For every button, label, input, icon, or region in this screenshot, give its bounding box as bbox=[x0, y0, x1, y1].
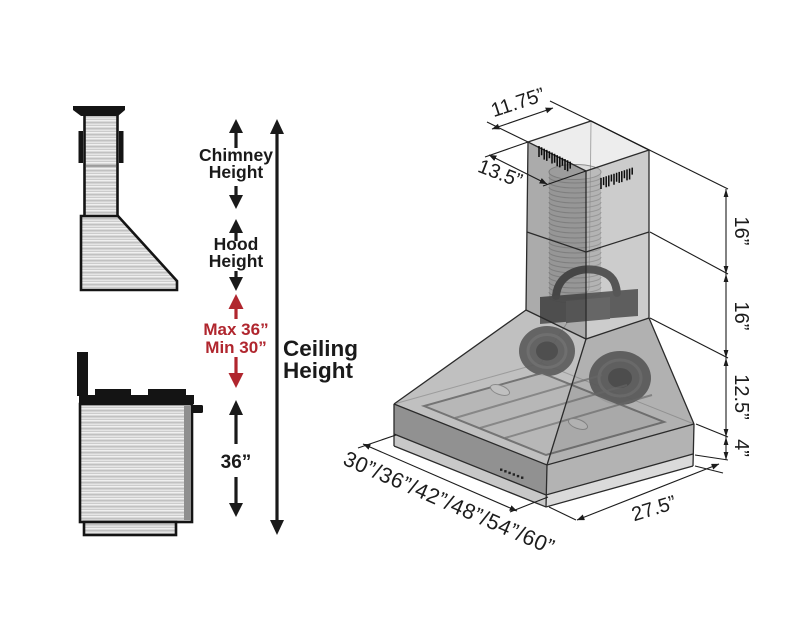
range-burner-tab-left bbox=[95, 389, 131, 396]
clearance-max-label: Max 36” bbox=[203, 320, 268, 339]
chimney-bracket-left bbox=[78, 131, 83, 163]
range-cooktop-band bbox=[79, 395, 194, 404]
hood-height-label-2: Height bbox=[209, 251, 264, 271]
chimney-bracket-right bbox=[119, 131, 124, 163]
hood-3d-view: 11.75” 13.5” 16” 16” 12.5” 4” bbox=[340, 84, 752, 559]
chimney-cap-2d bbox=[73, 106, 125, 116]
chimney-top-face bbox=[528, 121, 649, 171]
arrow-up-hood bbox=[229, 219, 243, 233]
hood-body-2d bbox=[79, 214, 179, 292]
base-height-label: 4” bbox=[730, 439, 752, 457]
ceiling-height-label-2: Height bbox=[283, 358, 354, 383]
dim-height-chain: 16” 16” 12.5” 4” bbox=[590, 120, 752, 461]
clearance-arrows bbox=[228, 294, 244, 388]
clearance-min-label: Min 30” bbox=[205, 338, 266, 357]
pyramid-left-face bbox=[394, 310, 586, 465]
range-backguard bbox=[77, 352, 88, 396]
arrow-down-range bbox=[229, 503, 243, 517]
hood-body-height-label: 12.5” bbox=[730, 374, 752, 420]
hood-height-label-1: Hood bbox=[214, 234, 259, 254]
chimney-depth-label: 11.75” bbox=[488, 84, 547, 122]
dim-chain-arrowheads bbox=[723, 189, 729, 460]
ceiling-height-line bbox=[270, 119, 284, 535]
vent-grille-left bbox=[538, 146, 571, 172]
chimney-height-label-2: Height bbox=[209, 162, 264, 182]
range-knob bbox=[191, 405, 203, 413]
chimney-left-face bbox=[526, 142, 586, 339]
arrow-down-chimney bbox=[229, 195, 243, 209]
height-annotations: Chimney Height Hood Height Max 36” Min 3… bbox=[199, 119, 358, 535]
ceiling-height-label-1: Ceiling bbox=[283, 336, 358, 361]
arrow-down-hood bbox=[229, 277, 243, 291]
range-drawer bbox=[82, 520, 178, 537]
vent-grille-right bbox=[600, 167, 633, 189]
range-burner-tab-right bbox=[148, 389, 186, 396]
pyramid-right-face bbox=[547, 318, 694, 465]
arrow-up-chimney bbox=[229, 119, 243, 133]
range-body bbox=[78, 402, 194, 524]
chimney-height-label-1: Chimney bbox=[199, 145, 273, 165]
range-height-label: 36” bbox=[221, 452, 252, 473]
wall-hood-side-view bbox=[73, 106, 179, 292]
range-side-panel bbox=[184, 406, 191, 520]
upper-chimney-height-label: 16” bbox=[730, 217, 752, 246]
chimney-right-face bbox=[586, 150, 649, 339]
lower-chimney-height-label: 16” bbox=[730, 302, 752, 331]
range-side-view bbox=[77, 352, 203, 537]
arrow-up-range bbox=[229, 400, 243, 415]
